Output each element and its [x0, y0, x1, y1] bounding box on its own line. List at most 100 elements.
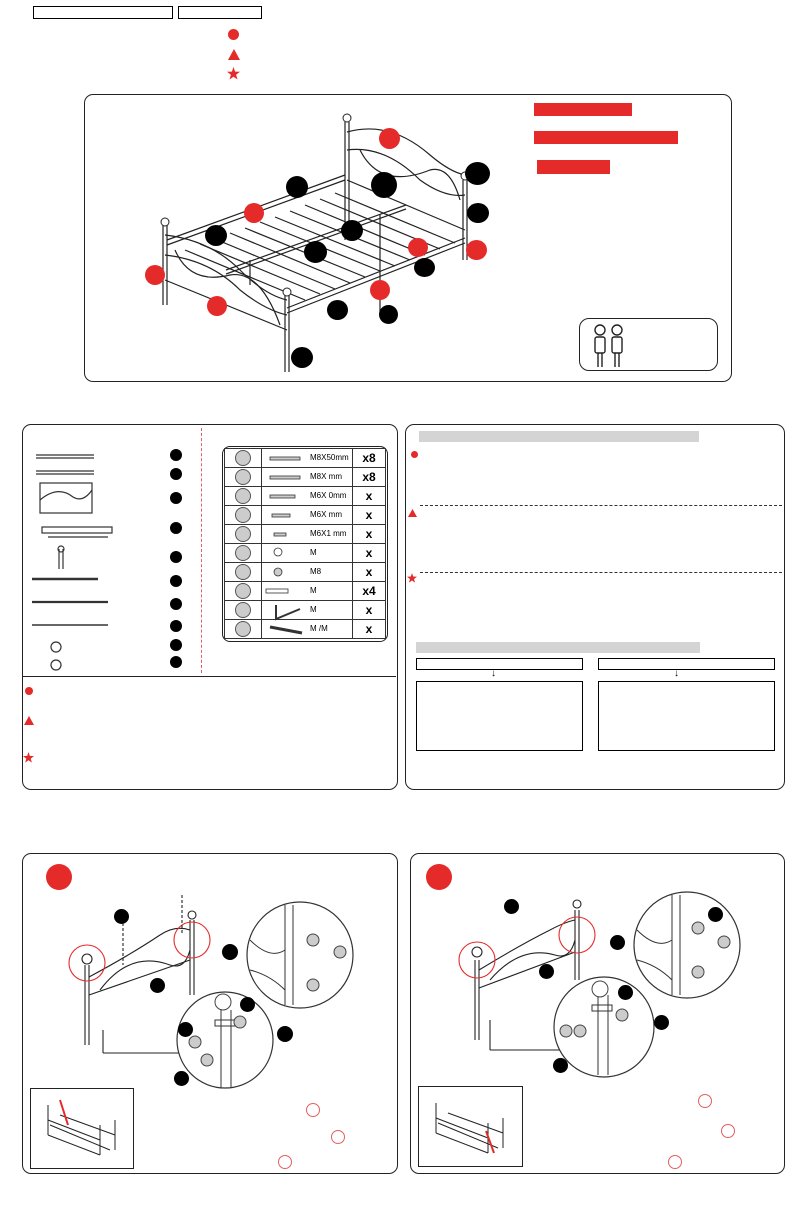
hardware-id-circle: [235, 450, 251, 466]
callout-red-dot: [408, 238, 428, 257]
callout-black-dot: [379, 305, 398, 324]
arrow-down-icon: ↓: [491, 668, 496, 679]
callout-black-dot: [150, 978, 165, 993]
callout-red-dot: [379, 128, 400, 149]
hint-circle-icon: [721, 1124, 735, 1138]
hardware-id-circle: [235, 564, 251, 580]
hardware-qty: x: [352, 562, 386, 582]
step-number-badge: [46, 864, 72, 890]
instructions-panel: [405, 424, 785, 790]
hardware-id-circle: [235, 469, 251, 485]
legend-circle-icon: [228, 29, 239, 40]
part-number-dot: [170, 639, 182, 651]
mini-bed-icon: [435, 1103, 504, 1154]
callout-red-dot: [244, 203, 264, 223]
hardware-qty: x: [352, 524, 386, 544]
callout-black-dot: [304, 241, 327, 263]
instruction-circle-icon: [411, 451, 418, 458]
note-star-icon: [23, 752, 34, 763]
callout-black-dot: [465, 162, 490, 185]
callout-black-dot: [618, 985, 633, 1000]
flow-header-left: [416, 658, 583, 670]
hint-circle-icon: [698, 1094, 712, 1108]
mini-overview-box: [30, 1088, 134, 1169]
instruction-divider: [420, 572, 782, 573]
hardware-table-frame: [222, 446, 388, 642]
callout-black-dot: [114, 909, 129, 924]
hardware-label: M: [310, 605, 317, 614]
step-number-badge: [426, 864, 452, 890]
callout-black-dot: [539, 964, 554, 979]
hardware-qty: x4: [352, 581, 386, 601]
hardware-label: M6X 0mm: [310, 491, 347, 500]
callout-black-dot: [371, 172, 397, 198]
part-number-dot: [170, 449, 182, 461]
part-number-dot: [170, 492, 182, 504]
headboard-assembly-diagram: [68, 895, 211, 1054]
hardware-id-circle: [235, 488, 251, 504]
header-model-box: [178, 6, 262, 19]
hardware-qty: x: [352, 619, 386, 639]
hardware-qty: x: [352, 600, 386, 620]
hint-circle-icon: [278, 1155, 292, 1169]
callout-black-dot: [286, 176, 308, 198]
part-number-dot: [170, 468, 182, 480]
hardware-label: M /M: [310, 624, 328, 633]
detail-zoom-top: [246, 901, 354, 1009]
part-number-dot: [170, 551, 182, 563]
hardware-label: M6X mm: [310, 510, 342, 519]
callout-black-dot: [178, 1022, 193, 1037]
callout-black-dot: [467, 203, 489, 223]
callout-black-dot: [504, 899, 519, 914]
hardware-id-circle: [235, 526, 251, 542]
table-row: M /M x: [224, 619, 386, 639]
callout-black-dot: [277, 1026, 293, 1042]
note-circle-icon: [25, 687, 33, 695]
callout-black-dot: [610, 935, 625, 950]
callout-black-dot: [341, 220, 363, 241]
hint-circle-icon: [331, 1130, 345, 1144]
footboard-assembly-diagram: [458, 899, 596, 1051]
instruction-star-icon: [407, 573, 417, 583]
header-title-box: [33, 6, 173, 19]
parts-divider: [22, 676, 396, 677]
callout-black-dot: [222, 944, 238, 960]
parts-list-illustrations: [32, 454, 113, 671]
hardware-illustrations: [265, 456, 303, 635]
callout-red-dot: [145, 265, 165, 285]
callout-red-dot: [207, 296, 227, 316]
instruction-divider: [420, 505, 782, 506]
callout-black-dot: [205, 225, 227, 246]
hint-circle-icon: [306, 1103, 320, 1117]
callout-black-dot: [327, 300, 348, 320]
flow-box-right: [598, 681, 775, 751]
callout-black-dot: [174, 1071, 189, 1086]
legend-star-icon: [227, 67, 240, 80]
note-triangle-icon: [24, 716, 34, 725]
legend-triangle-icon: [228, 49, 240, 60]
parts-divider-dashed: [201, 428, 202, 673]
table-row: M8 x: [224, 562, 386, 582]
info-bar: [534, 103, 632, 116]
hardware-id-circle: [235, 545, 251, 561]
hardware-id-circle: [235, 583, 251, 599]
callout-black-dot: [240, 997, 255, 1012]
hint-circle-icon: [668, 1155, 682, 1169]
callout-black-dot: [553, 1058, 568, 1073]
detail-zoom-bottom: [176, 991, 274, 1089]
callout-red-dot: [370, 280, 390, 300]
part-number-dot: [170, 598, 182, 610]
callout-black-dot: [291, 347, 313, 368]
hardware-label: M8: [310, 567, 322, 576]
section-title-bar: [416, 642, 700, 653]
mini-overview-box: [418, 1086, 523, 1167]
hardware-label: M8X mm: [310, 472, 342, 481]
hardware-id-circle: [235, 507, 251, 523]
callout-red-dot: [466, 240, 487, 260]
table-row: M6X1 mm x: [224, 524, 386, 544]
hardware-label: M6X1 mm: [310, 529, 347, 538]
